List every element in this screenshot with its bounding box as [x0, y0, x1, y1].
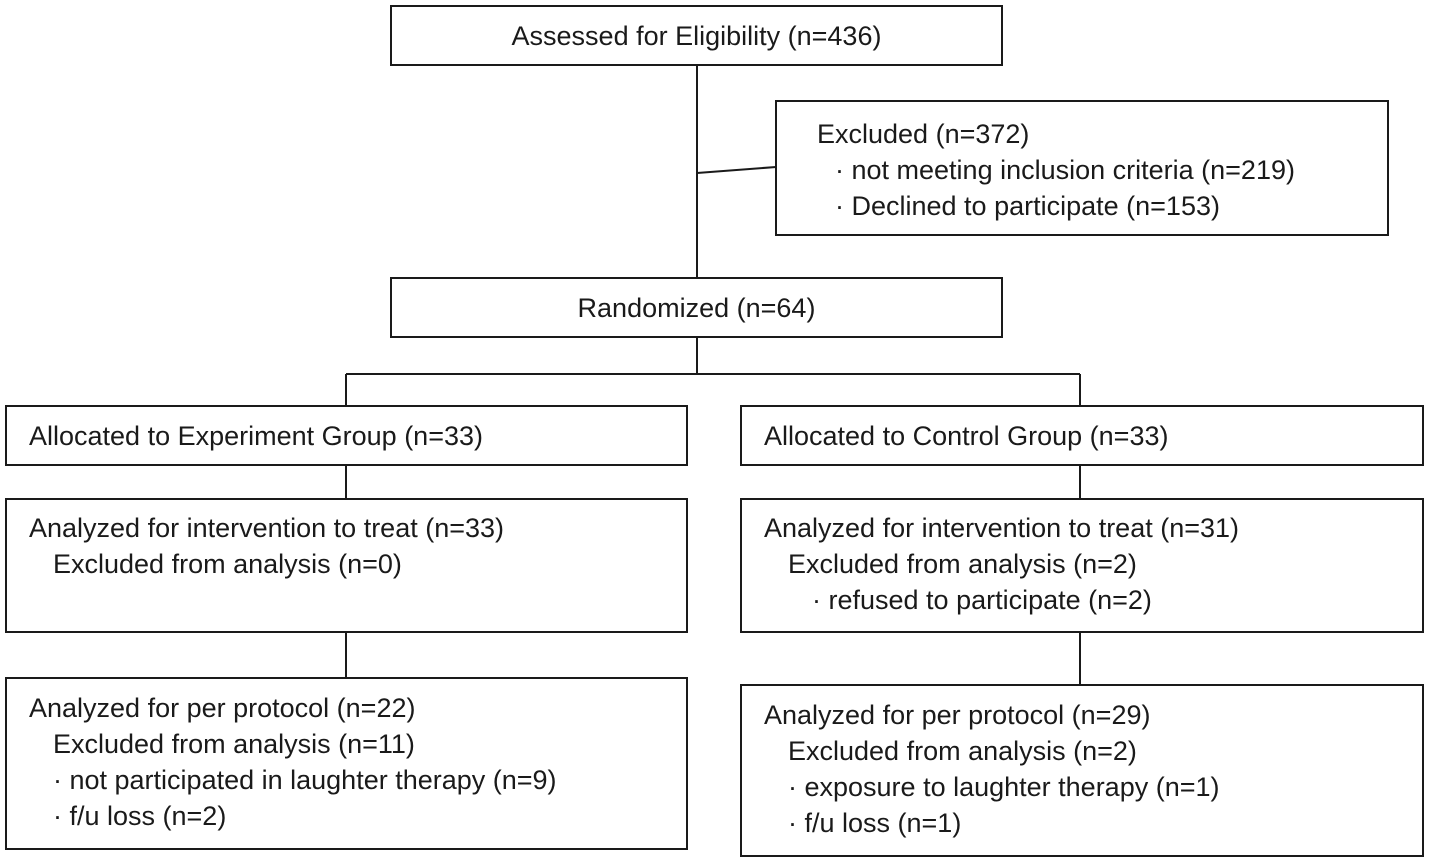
eligibility-box: Assessed for Eligibility (n=436) — [390, 5, 1003, 66]
pp-experiment-reason-2: · f/u loss (n=2) — [53, 801, 227, 831]
randomized-label: Randomized (n=64) — [577, 292, 816, 323]
pp-control-title: Analyzed for per protocol (n=29) — [764, 700, 1151, 730]
pp-control-reason-1: · exposure to laughter therapy (n=1) — [788, 772, 1220, 802]
pp-control-reason-2: · f/u loss (n=1) — [788, 808, 962, 838]
pp-experiment-excluded: Excluded from analysis (n=11) — [53, 729, 415, 759]
pp-experiment-box: Analyzed for per protocol (n=22) Exclude… — [5, 677, 688, 850]
excluded-box: Excluded (n=372) · not meeting inclusion… — [775, 100, 1389, 236]
itt-control-title: Analyzed for intervention to treat (n=31… — [764, 513, 1240, 543]
pp-control-excluded: Excluded from analysis (n=2) — [788, 736, 1137, 766]
pp-experiment-title: Analyzed for per protocol (n=22) — [29, 693, 416, 723]
excluded-reason-2: · Declined to participate (n=153) — [835, 191, 1220, 221]
itt-control-reason: · refused to participate (n=2) — [812, 585, 1152, 615]
excluded-reason-1: · not meeting inclusion criteria (n=219) — [835, 155, 1295, 185]
itt-experiment-title: Analyzed for intervention to treat (n=33… — [29, 513, 505, 543]
allocated-control-box: Allocated to Control Group (n=33) — [740, 405, 1424, 466]
pp-control-box: Analyzed for per protocol (n=29) Exclude… — [740, 684, 1424, 857]
allocated-experiment-label: Allocated to Experiment Group (n=33) — [29, 421, 483, 451]
allocated-experiment-box: Allocated to Experiment Group (n=33) — [5, 405, 688, 466]
itt-control-excluded: Excluded from analysis (n=2) — [788, 549, 1137, 579]
excluded-title: Excluded (n=372) — [817, 119, 1030, 149]
itt-experiment-excluded: Excluded from analysis (n=0) — [53, 549, 402, 579]
randomized-box: Randomized (n=64) — [390, 277, 1003, 338]
pp-experiment-reason-1: · not participated in laughter therapy (… — [53, 765, 557, 795]
allocated-control-label: Allocated to Control Group (n=33) — [764, 421, 1169, 451]
eligibility-label: Assessed for Eligibility (n=436) — [511, 20, 882, 51]
itt-experiment-box: Analyzed for intervention to treat (n=33… — [5, 498, 688, 633]
connector-to-excluded — [696, 166, 777, 174]
itt-control-box: Analyzed for intervention to treat (n=31… — [740, 498, 1424, 633]
